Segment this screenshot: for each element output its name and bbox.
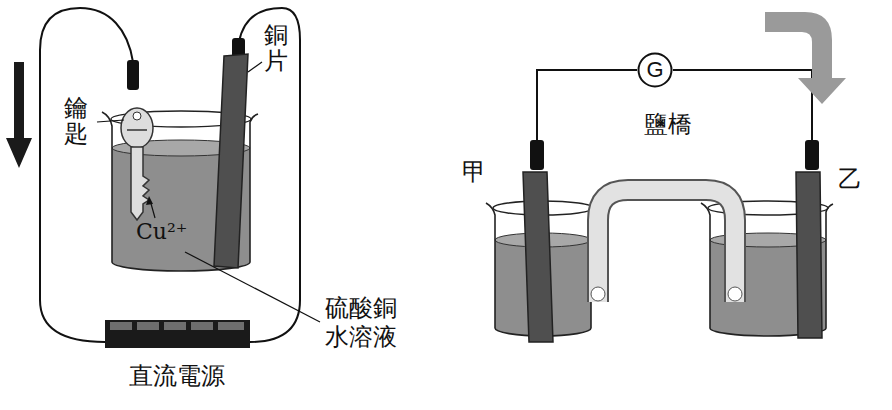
salt-bridge bbox=[598, 190, 735, 302]
leader-line bbox=[185, 252, 320, 322]
alligator-clip bbox=[127, 60, 139, 90]
current-arrow bbox=[6, 62, 32, 168]
electrode-label: 甲 bbox=[462, 158, 486, 187]
key-hole bbox=[133, 112, 141, 120]
part-label: 硫酸銅 水溶液 bbox=[325, 294, 405, 352]
pointer-arrowhead bbox=[146, 196, 153, 205]
electrode-label: 乙 bbox=[838, 165, 862, 194]
alligator-clip bbox=[805, 140, 819, 170]
electron-flow-arrow bbox=[765, 12, 846, 104]
ridge bbox=[218, 322, 244, 330]
galvanometer-circle: G bbox=[637, 52, 673, 88]
electrode bbox=[523, 172, 553, 342]
alligator-clip bbox=[530, 140, 544, 170]
dc-power-supply bbox=[105, 320, 250, 348]
wire bbox=[673, 70, 812, 150]
salt-bridge-outline bbox=[598, 190, 735, 302]
ridge bbox=[110, 322, 132, 330]
wire bbox=[537, 70, 637, 150]
leader-line bbox=[248, 62, 262, 72]
part-label: 鹽橋 bbox=[644, 110, 692, 139]
cotton-plug bbox=[591, 287, 605, 301]
ridge bbox=[137, 322, 159, 330]
circle-outline bbox=[639, 54, 672, 87]
leader-line bbox=[97, 120, 124, 122]
meter-symbol: G bbox=[646, 59, 663, 81]
key-blade bbox=[131, 147, 149, 220]
electrode bbox=[796, 172, 822, 338]
ion-label: Cu²⁺ bbox=[136, 219, 187, 245]
part-label: 鑰匙 bbox=[64, 95, 88, 148]
cotton-plug bbox=[728, 287, 742, 301]
ridge bbox=[164, 322, 186, 330]
part-label: 直流電源 bbox=[129, 362, 225, 391]
key bbox=[121, 108, 153, 148]
key-groove bbox=[127, 129, 147, 131]
copper-plate bbox=[214, 54, 248, 268]
part-label: 銅片 bbox=[264, 22, 288, 75]
battery-ridges bbox=[110, 322, 244, 330]
ridge bbox=[191, 322, 213, 330]
